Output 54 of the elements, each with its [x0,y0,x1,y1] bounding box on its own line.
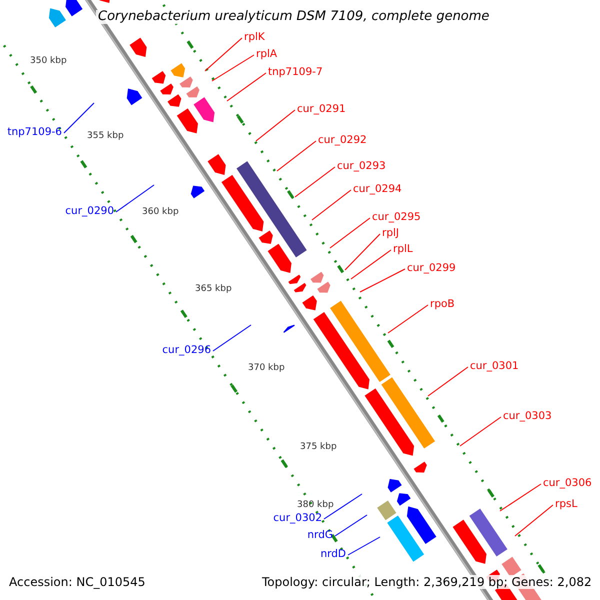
scale-label: 355 kbp [87,130,124,143]
gene-label: rplA [256,47,278,61]
gene-label: cur_0291 [297,102,346,116]
gene-label: cur_0296 [162,343,211,357]
leader-line [360,268,406,292]
gene-label: cur_0301 [470,359,519,373]
leader-line [294,166,336,198]
gene-label: cur_0295 [372,210,421,224]
gene-label: nrdD [320,547,346,561]
gene-label: rplK [244,30,265,44]
leader-line [64,102,94,134]
gene-label: tnp7109-7 [268,65,323,79]
gene-label: cur_0306 [543,476,592,490]
gene-label: tnp7109-6 [7,125,62,139]
leader-line [324,494,362,520]
leader-line [204,38,242,72]
accession-text: Accession: NC_010545 [9,575,146,589]
leader-line [334,514,368,536]
gene-label: cur_0292 [318,133,367,147]
scale-label: 380 kbp [297,499,334,512]
leader-line [388,304,428,334]
gene-label: rplL [393,242,413,256]
gene-label: cur_0303 [503,409,552,423]
gene-label: cur_0302 [273,511,322,525]
gene-label: rpoB [430,297,455,311]
gene-label: rpsL [555,497,578,511]
leader-line [500,484,542,512]
gene-label: cur_0293 [337,159,386,173]
gene-label: nrdG [307,528,333,542]
leader-line [312,190,352,220]
leader-line [256,110,296,142]
leader-line [116,184,154,212]
leader-line [276,140,316,172]
leader-line [428,366,468,396]
leader-line [212,54,254,82]
title: Corynebacterium urealyticum DSM 7109, complete genome [96,10,492,24]
scale-label: 370 kbp [248,362,285,375]
gene-label: rplJ [382,226,399,240]
scale-label: 365 kbp [195,283,232,296]
leader-line [350,250,392,280]
leader-line [348,536,380,556]
scale-label: 375 kbp [300,441,337,454]
leader-line [212,324,252,352]
leader-line [330,218,370,248]
scale-label: 360 kbp [142,206,179,219]
genome-info-text: Topology: circular; Length: 2,369,219 bp; Genes: 2,082 [262,575,592,589]
gene-label: cur_0299 [407,261,456,275]
gene-label: cur_0290 [65,204,114,218]
leader-line [226,72,266,102]
scale-label: 350 kbp [30,55,67,68]
gene-label: cur_0294 [353,182,402,196]
leader-line [344,234,380,270]
leader-line [514,504,554,536]
leader-line [460,416,502,446]
